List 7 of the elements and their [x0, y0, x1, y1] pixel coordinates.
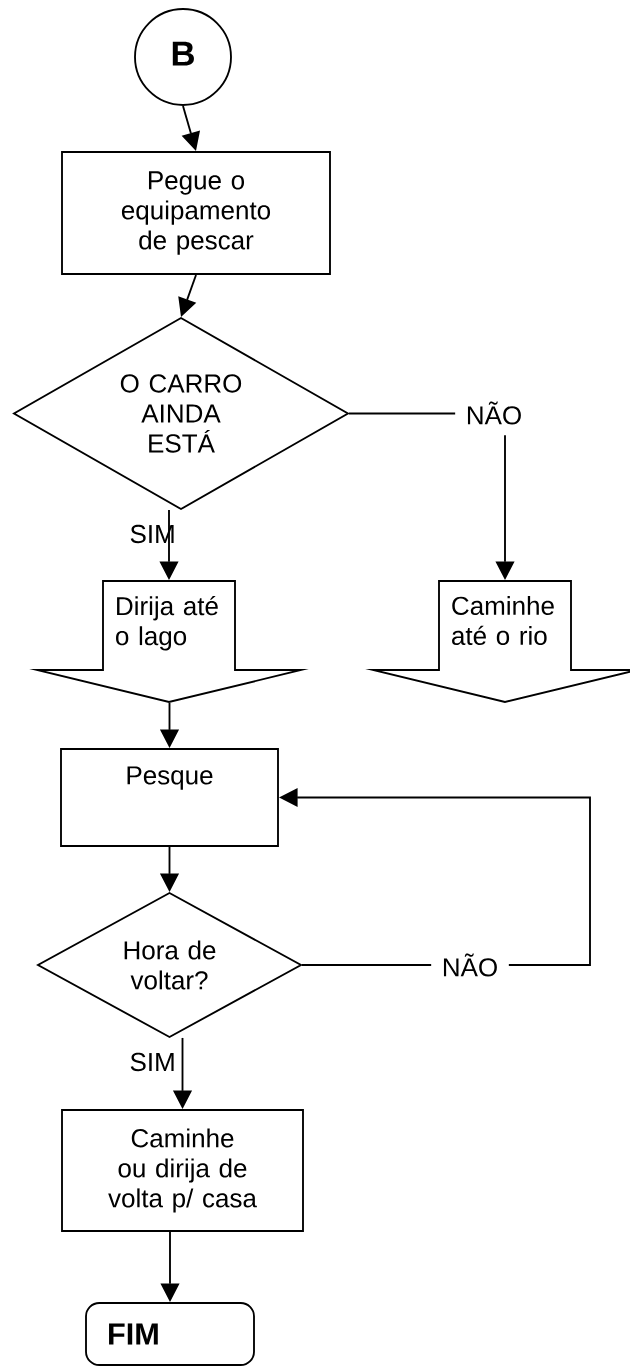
process-box: Pegue o equipamento de pescar	[61, 151, 331, 275]
process-box: Caminhe ou dirija de volta p/ casa	[61, 1109, 304, 1232]
edge-label: SIM	[130, 1052, 174, 1072]
process-box: Pesque	[60, 748, 279, 847]
terminal-box: FIM	[85, 1302, 255, 1366]
edge-label: NÃO	[455, 390, 533, 436]
edge-label: NÃO	[431, 942, 509, 988]
